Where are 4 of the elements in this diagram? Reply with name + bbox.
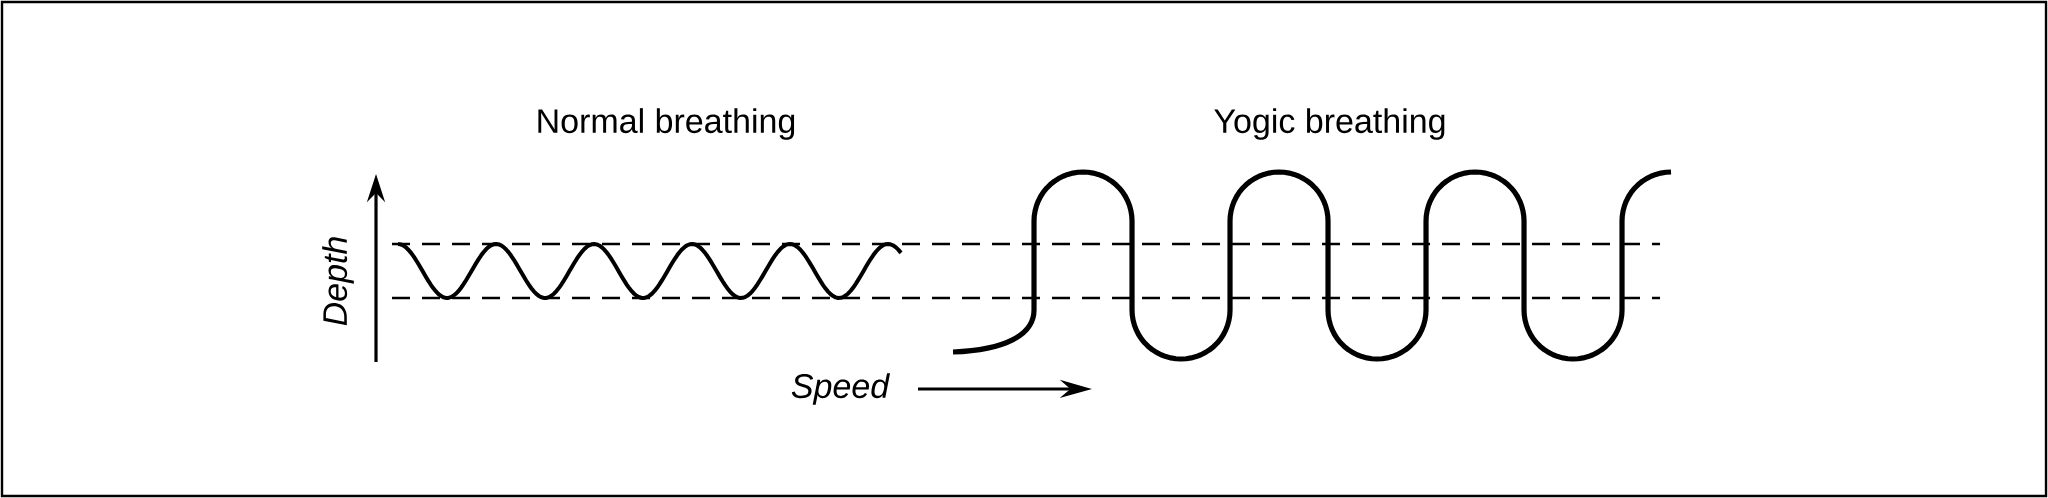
- axis-label: Speed: [791, 373, 891, 405]
- heading: Normal breathing: [538, 108, 795, 140]
- heading: Yogic breathing: [1214, 108, 1445, 140]
- axis-label: Depth: [322, 237, 354, 326]
